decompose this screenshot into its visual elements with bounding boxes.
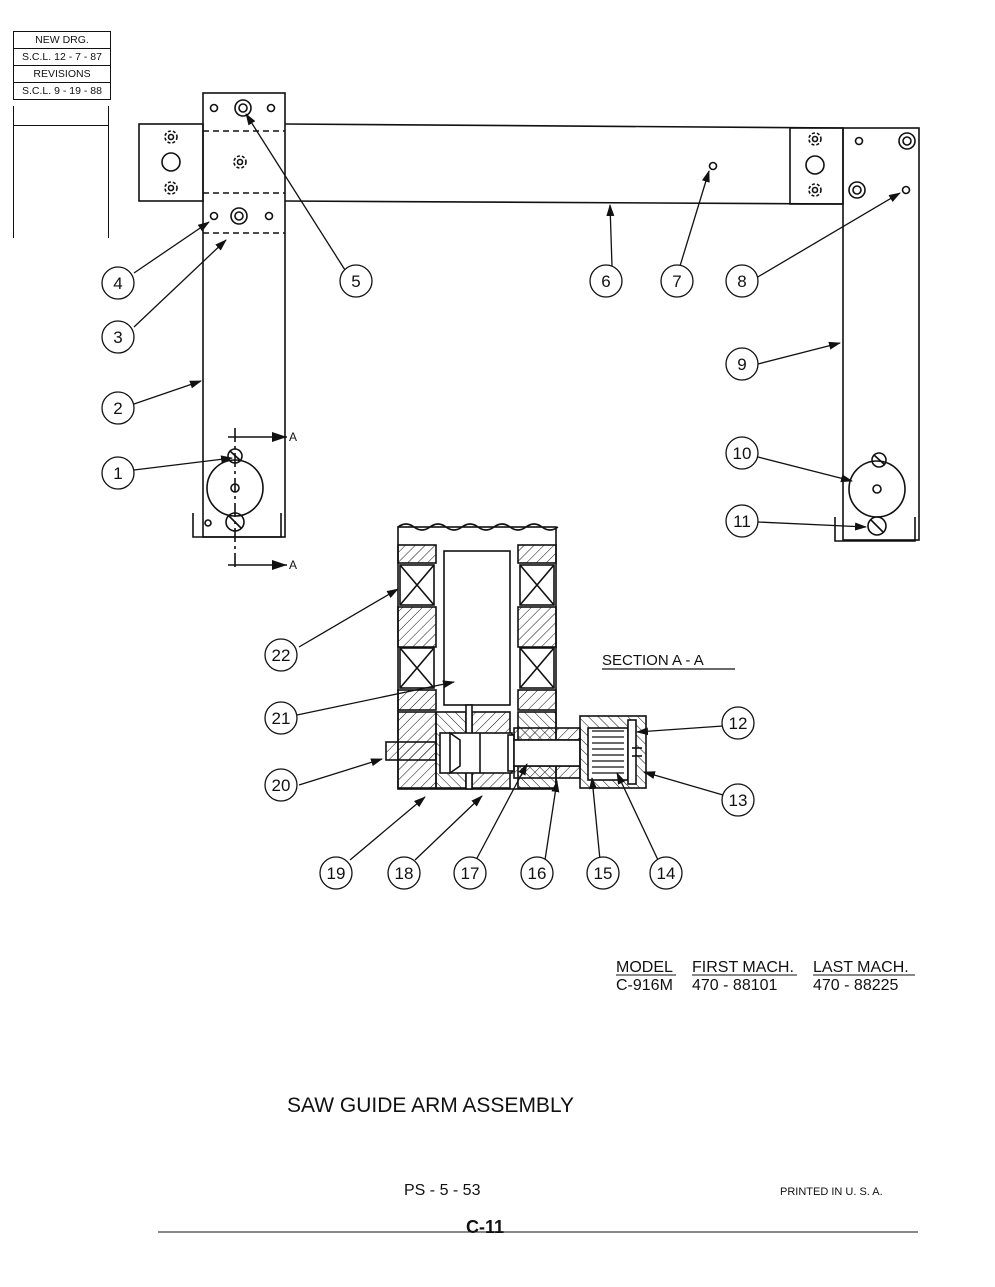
callout-3: 3	[113, 328, 122, 347]
callout-6: 6	[601, 272, 610, 291]
revision-date: S.C.L. 9 - 19 - 88	[22, 85, 102, 97]
revision-frame-left	[13, 106, 15, 238]
callout-balloons	[101, 264, 759, 890]
section-view	[385, 523, 647, 790]
callout-4: 4	[113, 274, 122, 293]
cross-bar	[284, 123, 844, 205]
callout-17: 17	[461, 864, 480, 883]
new-drawing-date: S.C.L. 12 - 7 - 87	[14, 49, 110, 66]
callout-14: 14	[657, 864, 676, 883]
page-code: PS - 5 - 53	[404, 1182, 481, 1199]
callout-1: 1	[113, 464, 122, 483]
callout-20: 20	[272, 776, 291, 795]
model-header: MODEL	[616, 959, 673, 976]
new-drawing-label: NEW DRG.	[14, 32, 110, 49]
revisions-label: REVISIONS	[14, 66, 110, 83]
revision-block: NEW DRG. S.C.L. 12 - 7 - 87 REVISIONS S.…	[13, 31, 111, 100]
section-marker-bottom: A	[289, 558, 297, 572]
callout-12: 12	[729, 714, 748, 733]
callout-10: 10	[733, 444, 752, 463]
last-mach-value: 470 - 88225	[813, 977, 899, 994]
callout-21: 21	[272, 709, 291, 728]
section-marker-top: A	[289, 430, 297, 444]
callout-13: 13	[729, 791, 748, 810]
callout-15: 15	[594, 864, 613, 883]
callout-19: 19	[327, 864, 346, 883]
revision-frame-rule	[13, 125, 109, 127]
callout-16: 16	[528, 864, 547, 883]
right-arm	[789, 127, 920, 542]
first-mach-value: 470 - 88101	[692, 977, 778, 994]
callout-7: 7	[672, 272, 681, 291]
drawing-title: SAW GUIDE ARM ASSEMBLY	[287, 1094, 574, 1117]
callout-2: 2	[113, 399, 122, 418]
callout-22: 22	[272, 646, 291, 665]
callout-8: 8	[737, 272, 746, 291]
first-mach-header: FIRST MACH.	[692, 959, 794, 976]
last-mach-header: LAST MACH.	[813, 959, 909, 976]
callout-9: 9	[737, 355, 746, 374]
printed-note: PRINTED IN U. S. A.	[780, 1186, 883, 1198]
model-table: MODEL FIRST MACH. LAST MACH. C-916M 470 …	[616, 959, 909, 994]
model-value: C-916M	[616, 977, 673, 994]
callout-5: 5	[351, 272, 360, 291]
section-title: SECTION A - A	[602, 652, 704, 669]
revision-frame-right	[108, 106, 110, 238]
leader-lines	[133, 113, 901, 861]
callout-18: 18	[395, 864, 414, 883]
sheet-number: C-11	[466, 1217, 504, 1237]
callout-11: 11	[733, 512, 751, 531]
left-arm	[138, 92, 287, 570]
